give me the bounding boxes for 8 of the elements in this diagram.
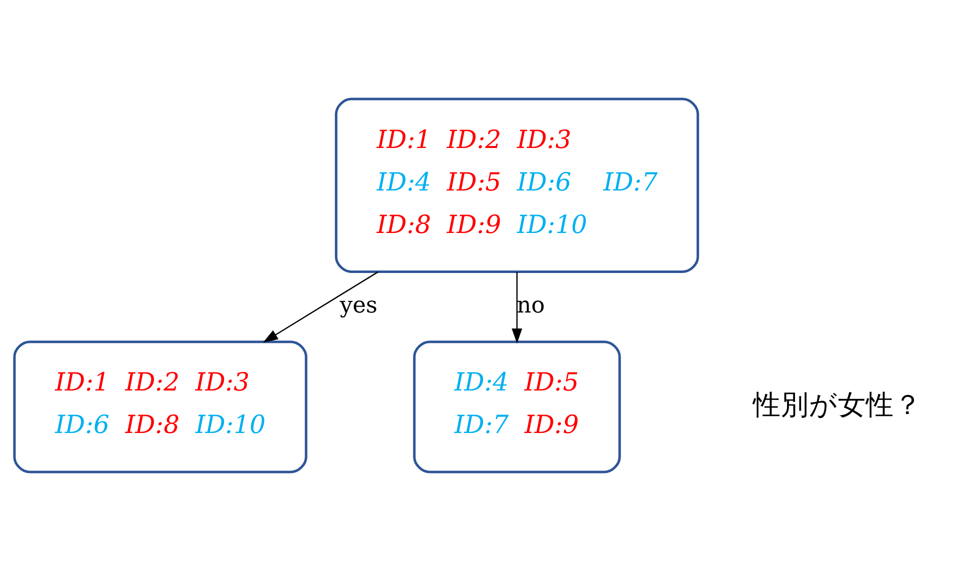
label: 性別が女性？ bbox=[752, 388, 922, 420]
arrow bbox=[262, 270, 378, 342]
node-box: ID:1 ID:2 ID:3 ID:6 ID:8 ID:10 bbox=[12, 340, 307, 473]
edge-label: yes bbox=[339, 292, 377, 318]
edge-label: no bbox=[516, 292, 544, 318]
node-box: ID:1 ID:2 ID:3 ID:4 ID:5 ID:6 ID:7 ID:8 ID:9 ID:10 bbox=[334, 97, 699, 272]
node-box: ID:4 ID:5 ID:7 ID:9 bbox=[412, 340, 620, 473]
arrow bbox=[511, 271, 522, 343]
